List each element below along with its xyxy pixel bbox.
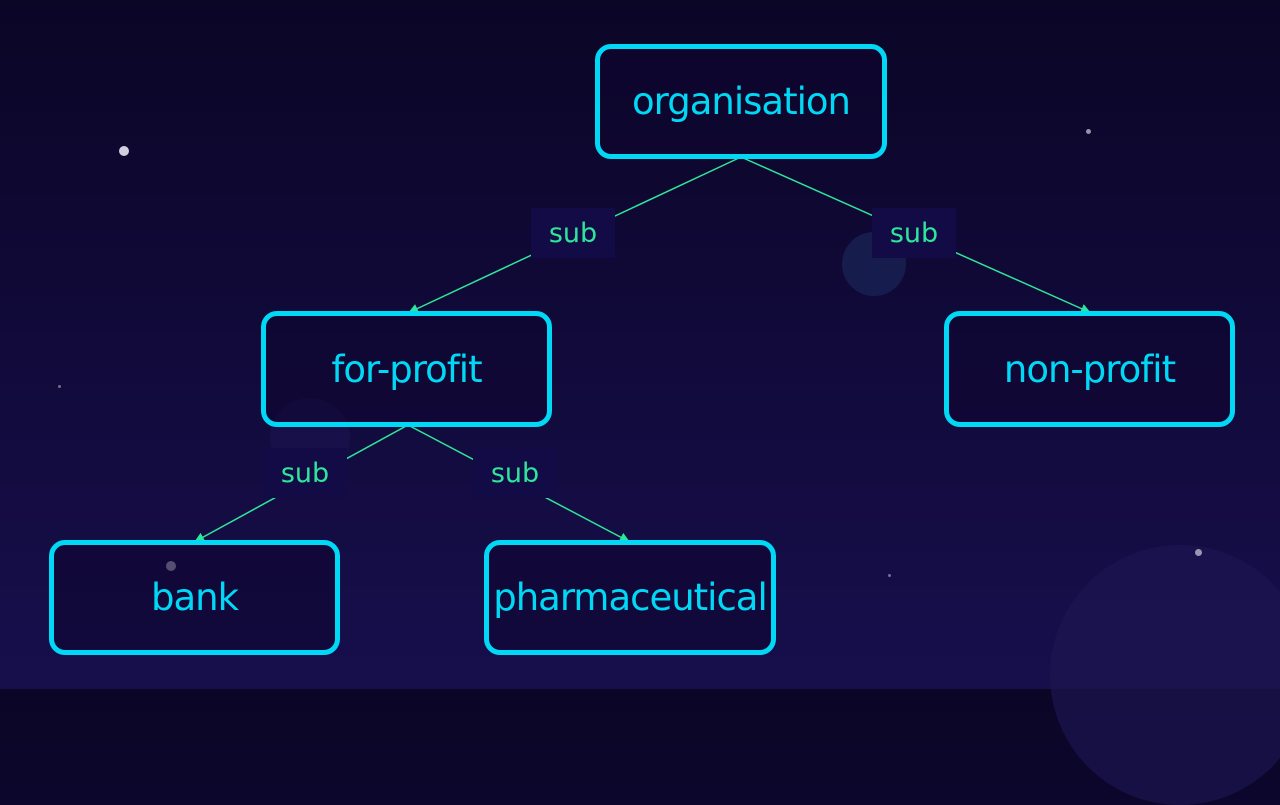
node-non-profit[interactable]: non-profit (944, 311, 1235, 427)
star (1195, 549, 1202, 556)
edge-label: sub (473, 448, 557, 498)
edge-label: sub (263, 448, 347, 498)
node-bank[interactable]: bank (49, 540, 340, 655)
star (1086, 129, 1091, 134)
star (119, 146, 129, 156)
node-pharmaceutical[interactable]: pharmaceutical (484, 540, 776, 655)
node-organisation[interactable]: organisation (595, 44, 887, 159)
node-for-profit[interactable]: for-profit (261, 311, 552, 427)
star (58, 385, 61, 388)
star (888, 574, 891, 577)
edge-label: sub (531, 208, 615, 258)
edge-label: sub (872, 208, 956, 258)
